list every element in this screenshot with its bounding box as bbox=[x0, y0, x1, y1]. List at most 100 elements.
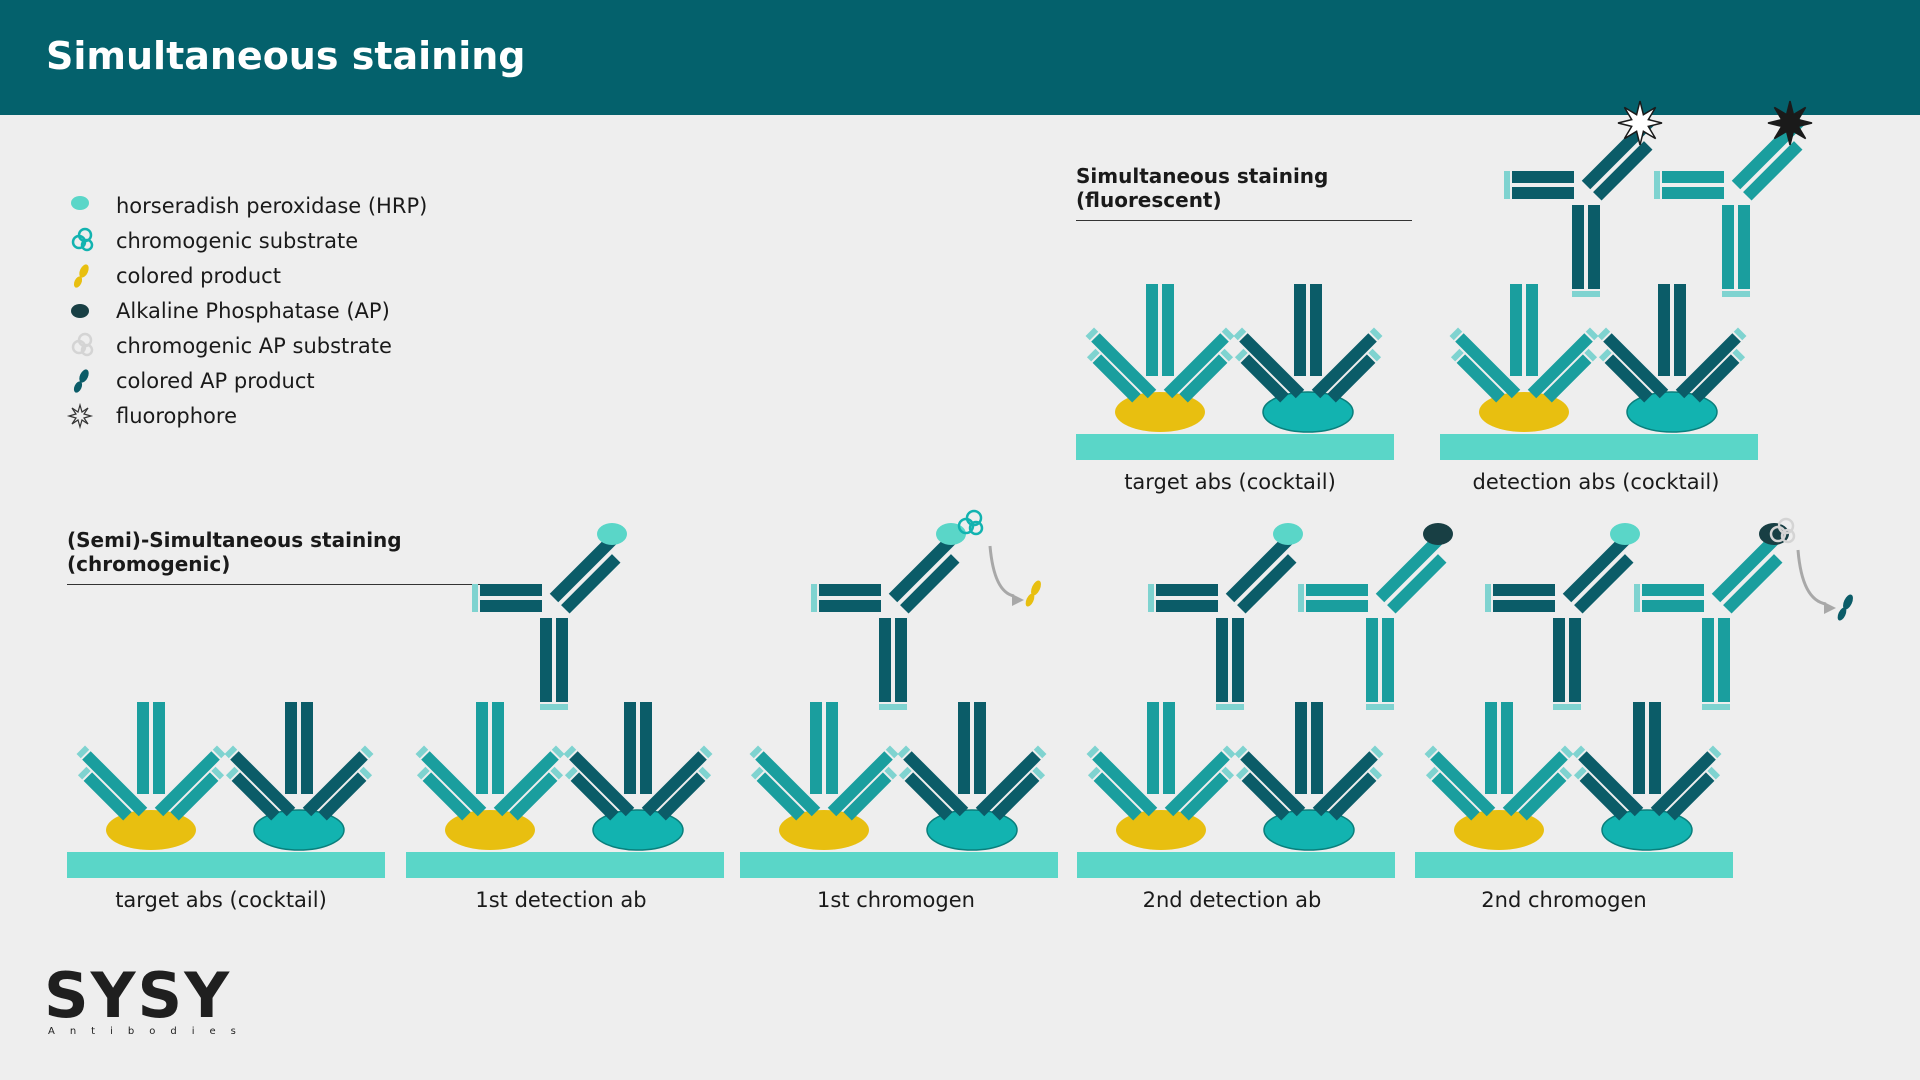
chromogenic-section-title: (Semi)-Simultaneous staining (chromogeni… bbox=[67, 528, 487, 585]
detection-arm-diag bbox=[1562, 528, 1637, 614]
antibody-heavy-chain bbox=[493, 751, 559, 817]
antibody-stem bbox=[1674, 284, 1686, 376]
detection-arm-diag bbox=[1225, 528, 1300, 614]
antibody-tip bbox=[360, 745, 374, 759]
antibody-light-chain bbox=[1180, 772, 1229, 821]
fluorescent-section-title: Simultaneous staining (fluorescent) bbox=[1076, 164, 1412, 221]
legend-item-hrp: horseradish peroxidase (HRP) bbox=[66, 188, 486, 223]
antibody-stem bbox=[1658, 284, 1670, 376]
substrate-ring bbox=[1780, 528, 1796, 544]
antibody-tip bbox=[1086, 348, 1100, 362]
antibody-stem bbox=[137, 702, 149, 794]
reaction-arrow bbox=[988, 545, 1015, 598]
detection-stem bbox=[1722, 205, 1734, 289]
antibody-arms bbox=[749, 745, 899, 821]
antibody-heavy-chain bbox=[302, 751, 368, 817]
target-antibody-light bbox=[1449, 284, 1599, 403]
antibody-stem bbox=[476, 702, 488, 794]
chromogenic-ap-substrate bbox=[1769, 517, 1796, 544]
antibody-heavy-chain bbox=[1312, 751, 1378, 817]
detection-arm-left bbox=[480, 600, 542, 612]
hrp-icon bbox=[71, 195, 89, 210]
colored-ap-product bbox=[1837, 594, 1853, 621]
antibody-tip bbox=[211, 766, 225, 780]
antibody-tip bbox=[1597, 327, 1611, 341]
antibody-arms bbox=[897, 745, 1047, 821]
antibody-tip bbox=[224, 745, 238, 759]
antibody-stem bbox=[1311, 702, 1323, 794]
detection-light bbox=[1574, 554, 1634, 614]
antigen-yellow bbox=[1454, 810, 1544, 850]
antibody-stem bbox=[1147, 702, 1159, 794]
antibody-tip bbox=[897, 745, 911, 759]
detection-tip bbox=[1722, 291, 1750, 297]
antibody-stem bbox=[1633, 702, 1645, 794]
antibody-tip bbox=[1234, 348, 1248, 362]
detection-arm-left bbox=[819, 600, 881, 612]
detection-arm-tip bbox=[1654, 171, 1660, 199]
antibody-arms bbox=[76, 745, 226, 821]
antibody-arm bbox=[1163, 327, 1235, 403]
antibody-arm bbox=[1502, 745, 1574, 821]
detection-arm-diag bbox=[549, 528, 624, 614]
legend-item-ap: Alkaline Phosphatase (AP) bbox=[66, 293, 486, 328]
caption-1st-detection: 1st detection ab bbox=[475, 888, 647, 912]
detection-arm-diag bbox=[1581, 115, 1656, 201]
detection-arm-left bbox=[1156, 584, 1218, 596]
antibody-arm bbox=[641, 745, 713, 821]
detection-tip bbox=[540, 704, 568, 710]
antibody-stem bbox=[810, 702, 822, 794]
reaction-arrow bbox=[1796, 549, 1827, 606]
detection-light bbox=[561, 554, 621, 614]
detection-arm-left bbox=[1512, 187, 1574, 199]
target-antibody-light bbox=[415, 702, 565, 821]
antibody-arm bbox=[1449, 327, 1521, 403]
antibody-tip bbox=[1708, 745, 1722, 759]
target-antibody-dark bbox=[563, 702, 713, 821]
legend-item-colored-ap-product: colored AP product bbox=[66, 363, 486, 398]
detection-arm-diag bbox=[1731, 115, 1806, 201]
antibody-light-chain bbox=[1543, 354, 1592, 403]
antibody-tip bbox=[1424, 745, 1438, 759]
antibody-heavy-chain bbox=[1240, 751, 1306, 817]
antibody-heavy-chain bbox=[1603, 333, 1669, 399]
antibody-light-chain bbox=[318, 772, 367, 821]
sysy-logo: SYSY Antibodies bbox=[44, 965, 251, 1038]
antibody-stem bbox=[1510, 284, 1522, 376]
legend-item-chromogenic-substrate: chromogenic substrate bbox=[66, 223, 486, 258]
detection-antibody-hrp bbox=[472, 523, 627, 710]
antibody-arm bbox=[1086, 745, 1158, 821]
antibody-light-chain bbox=[1431, 772, 1480, 821]
antibody-tip bbox=[416, 766, 430, 780]
detection-antibody-ap bbox=[1298, 523, 1453, 710]
antibody-light-chain bbox=[1240, 354, 1289, 403]
detection-light bbox=[900, 554, 960, 614]
antibody-tip bbox=[550, 766, 564, 780]
detection-arm-left bbox=[1662, 187, 1724, 199]
antibody-stem bbox=[1526, 284, 1538, 376]
cell-surface bbox=[1076, 434, 1394, 460]
antibody-arms bbox=[563, 745, 713, 821]
logo-sub: Antibodies bbox=[48, 1026, 251, 1037]
antibody-light-chain bbox=[1604, 354, 1653, 403]
enzyme-marker bbox=[597, 523, 627, 545]
caption-2nd-chromogen: 2nd chromogen bbox=[1481, 888, 1647, 912]
antibody-tip bbox=[415, 745, 429, 759]
colored-ap-product-icon bbox=[73, 368, 89, 393]
target-antibody-light bbox=[749, 702, 899, 821]
antibody-light-chain bbox=[657, 772, 706, 821]
antibody-tip bbox=[77, 766, 91, 780]
target-antibody-light bbox=[1086, 702, 1236, 821]
target-antibody-dark bbox=[1597, 284, 1747, 403]
product-drop bbox=[1837, 607, 1847, 621]
product-drop bbox=[1843, 594, 1853, 610]
antibody-light-chain bbox=[570, 772, 619, 821]
antibody-tip bbox=[884, 766, 898, 780]
antibody-arms bbox=[1597, 327, 1747, 403]
chromogenic-ap-substrate-icon bbox=[71, 332, 94, 356]
detection-heavy bbox=[1562, 528, 1637, 603]
antibody-light-chain bbox=[1327, 354, 1376, 403]
caption-fluorescent-detection: detection abs (cocktail) bbox=[1472, 470, 1720, 494]
legend-label: chromogenic AP substrate bbox=[116, 333, 392, 358]
reaction-arrow-head bbox=[1012, 594, 1024, 606]
